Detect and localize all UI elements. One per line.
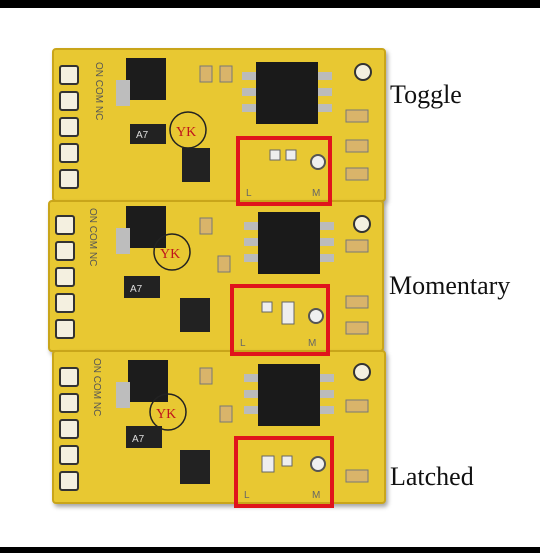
- mode-label-momentary: Momentary: [389, 271, 511, 300]
- pin-labels-2: ON COM NC: [87, 208, 98, 266]
- logo-circle-1: [169, 111, 207, 149]
- bottom-border: [0, 547, 540, 553]
- board2-parts: [55, 206, 371, 339]
- board1-parts: [59, 58, 372, 189]
- chip-marking-2: A7: [130, 284, 143, 295]
- pin-labels-1: ON COM NC: [93, 62, 104, 120]
- logo-circle-2: [153, 233, 191, 271]
- mode-label-latched: Latched: [390, 462, 474, 491]
- jumper-m-1: M: [312, 188, 320, 199]
- logo-text-1: YK: [176, 125, 196, 140]
- board3-parts: [59, 360, 371, 491]
- highlight-box-toggle: [236, 136, 332, 206]
- jumper-m-3: M: [312, 490, 320, 501]
- mode-label-toggle: Toggle: [390, 80, 462, 109]
- logo-circle-3: [149, 393, 187, 431]
- chip-marking-1: A7: [136, 130, 149, 141]
- logo-text-2: YK: [160, 247, 180, 262]
- jumper-l-1: L: [246, 188, 252, 199]
- pin-labels-3: ON COM NC: [91, 358, 102, 416]
- highlight-box-momentary: [230, 284, 330, 356]
- top-border: [0, 0, 540, 8]
- jumper-l-3: L: [244, 490, 250, 501]
- logo-text-3: YK: [156, 407, 176, 422]
- chip-marking-3: A7: [132, 434, 145, 445]
- highlight-box-latched: [234, 436, 334, 508]
- jumper-l-2: L: [240, 338, 246, 349]
- jumper-m-2: M: [308, 338, 316, 349]
